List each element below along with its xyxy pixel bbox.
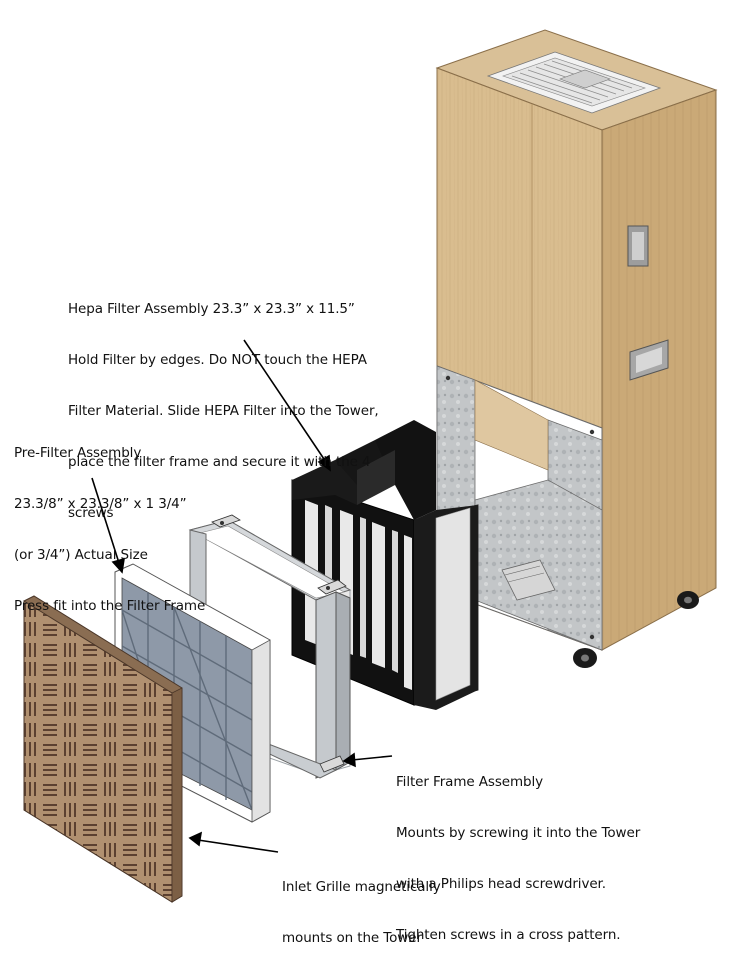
hepa-callout-line: Filter Material. Slide HEPA Filter into … — [68, 403, 379, 419]
prefilter-callout-line: 23.3/8” x 23.3/8” x 1 3/4” — [14, 496, 187, 512]
frame-callout-line: with a Philips head screwdriver. — [396, 876, 606, 892]
grille-arrowhead — [188, 831, 203, 847]
frame-callout-line: Filter Frame Assembly — [396, 774, 544, 790]
prefilter-callout-line: (or 3/4”) Actual Size — [14, 547, 148, 563]
frame-arrowhead — [342, 752, 356, 768]
filter-assembly-diagram — [23, 29, 718, 903]
leader-lines — [91, 339, 393, 853]
top-diffuser — [486, 51, 662, 114]
frame-callout-line: Mounts by screwing it into the Tower — [396, 825, 641, 841]
prefilter-callout-line: Pre-Filter Assembly — [14, 445, 142, 461]
hepa-callout-line: screws — [68, 505, 114, 521]
grille-callout-line: Inlet Grille magnetically — [282, 879, 441, 895]
hepa-callout-line: place the filter frame and secure it wit… — [68, 454, 371, 470]
grille-callout: Inlet Grille magnetically mounts on the … — [282, 845, 441, 964]
hepa-callout-line: Hepa Filter Assembly 23.3” x 23.3” x 11.… — [68, 301, 355, 317]
hepa-callout: Hepa Filter Assembly 23.3” x 23.3” x 11.… — [68, 267, 379, 539]
tower — [435, 29, 718, 668]
prefilter-callout-line: Press fit into the Filter Frame — [14, 598, 206, 614]
prefilter-arrowhead — [111, 557, 125, 574]
hepa-arrowhead — [317, 454, 331, 472]
prefilter-callout: Pre-Filter Assembly 23.3/8” x 23.3/8” x … — [14, 411, 205, 632]
tower-casters — [573, 591, 699, 668]
grille-callout-line: mounts on the Tower — [282, 930, 422, 946]
inlet-grille — [23, 595, 183, 903]
hepa-callout-line: Hold Filter by edges. Do NOT touch the H… — [68, 352, 367, 368]
